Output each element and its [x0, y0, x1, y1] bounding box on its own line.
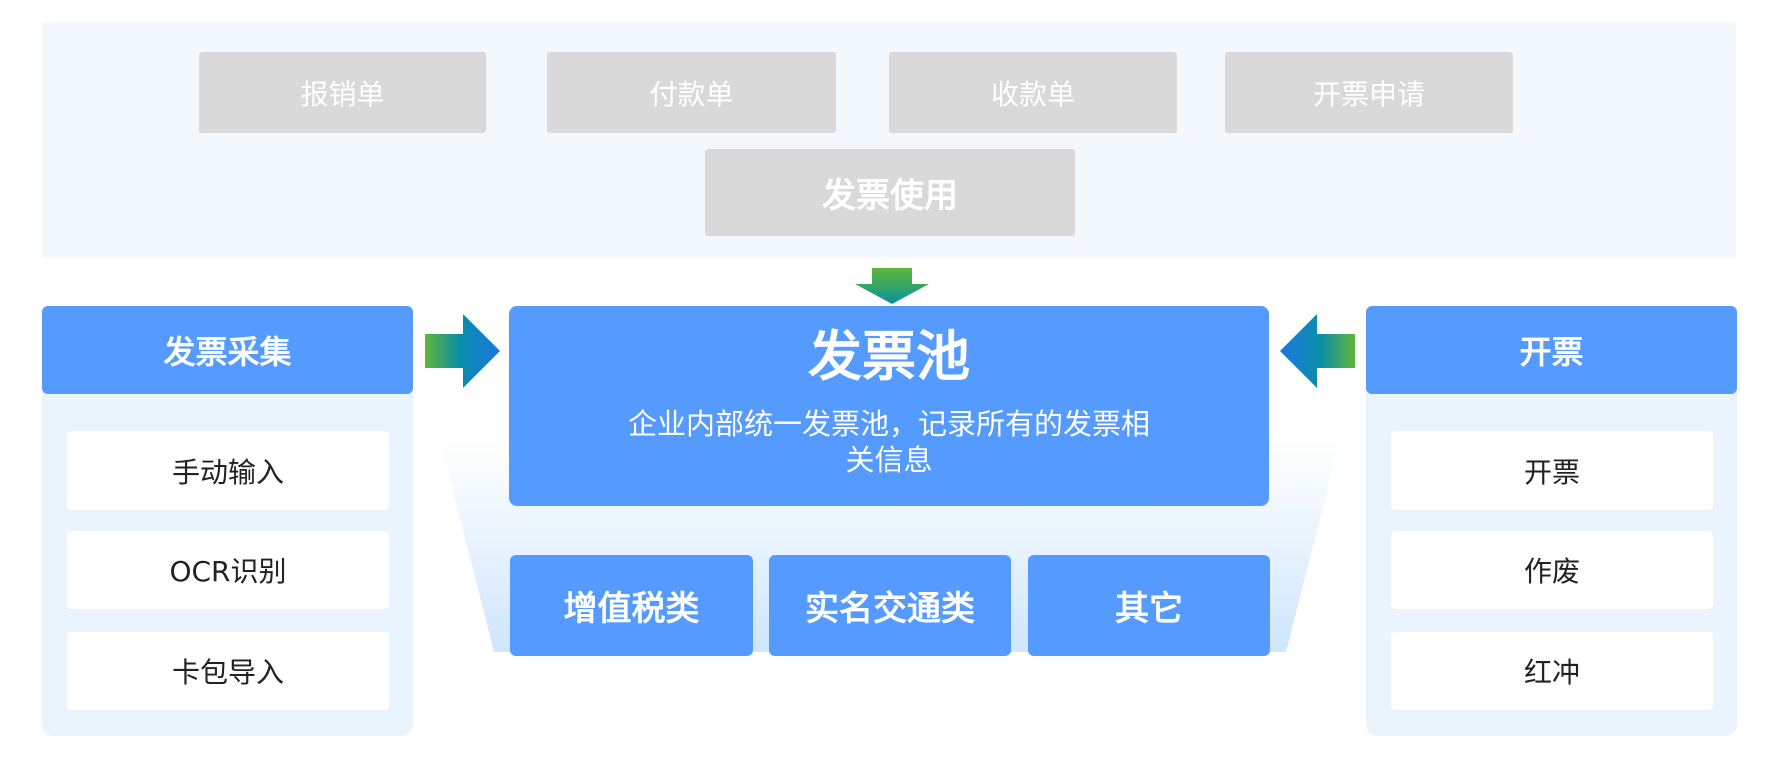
category-other: 其它	[1028, 555, 1270, 656]
usage-receipt-order: 收款单	[889, 52, 1177, 133]
collection-wallet-import: 卡包导入	[67, 632, 389, 710]
category-vat: 增值税类	[510, 555, 753, 656]
arrow-left-icon	[1280, 314, 1355, 388]
issuing-void: 作废	[1391, 531, 1713, 609]
collection-manual-input: 手动输入	[67, 431, 389, 510]
usage-expense-report: 报销单	[199, 52, 486, 133]
arrow-down-icon	[855, 268, 929, 304]
issuing-issue: 开票	[1391, 431, 1713, 510]
invoice-pool-description: 企业内部统一发票池，记录所有的发票相关信息	[627, 407, 1150, 477]
invoice-usage-box: 发票使用	[705, 149, 1075, 236]
usage-payment-order: 付款单	[547, 52, 836, 133]
issuing-red-reversal: 红冲	[1391, 632, 1713, 710]
arrow-right-icon	[425, 314, 500, 388]
collection-ocr: OCR识别	[67, 531, 389, 609]
invoice-pool-box: 发票池 企业内部统一发票池，记录所有的发票相关信息	[509, 306, 1269, 506]
invoice-issuing-header: 开票	[1366, 306, 1737, 394]
usage-invoice-request: 开票申请	[1225, 52, 1513, 133]
invoice-collection-header: 发票采集	[42, 306, 413, 394]
category-real-name-transport: 实名交通类	[769, 555, 1011, 656]
invoice-pool-title: 发票池	[808, 325, 970, 388]
